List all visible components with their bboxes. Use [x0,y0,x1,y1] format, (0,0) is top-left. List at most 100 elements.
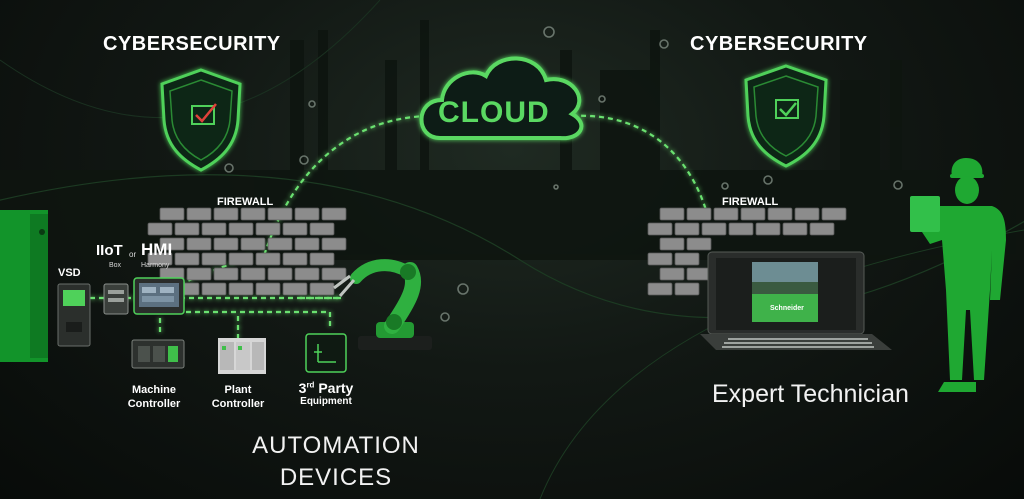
brick [201,282,227,296]
third-party-equipment-icon [305,333,347,373]
iiot-sub-label: Box [109,262,122,269]
brick [228,252,254,266]
brick [186,237,212,251]
vsd-icon [57,283,91,347]
machine-controller-line2: Controller [127,398,181,410]
brick [701,222,727,236]
iiot-box-icon [103,283,129,315]
laptop-icon [700,251,892,350]
brick [267,207,293,221]
robot-arm-icon [333,259,432,350]
brick [755,222,781,236]
automation-line1: AUTOMATION [252,432,420,459]
brick [309,222,335,236]
brick [228,222,254,236]
brick [240,207,266,221]
brick [147,222,173,236]
brick [794,207,820,221]
brick [186,207,212,221]
shield-check-icon-right [744,64,828,168]
vsd-label: VSD [58,267,81,279]
third-party-rest: Party [314,380,354,396]
brick [740,207,766,221]
brick [267,237,293,251]
brick [686,237,712,251]
brick [201,222,227,236]
brick [174,222,200,236]
plant-controller-line1: Plant [224,384,252,396]
brick [309,252,335,266]
machine-controller-label: Machine Controller [118,383,190,411]
firewall-right-icon [647,207,847,296]
cloud-label: CLOUD [438,96,550,129]
shield-check-icon-left [160,68,242,172]
third-party-sub: Equipment [300,396,352,407]
brick [228,282,254,296]
machine-controller-icon [131,339,185,369]
third-party-label: 3rd Party Equipment [290,380,362,407]
brick [647,252,673,266]
brick [282,252,308,266]
brick [659,237,685,251]
brick [282,282,308,296]
brick [728,222,754,236]
brick [213,267,239,281]
brick [782,222,808,236]
brick [809,222,835,236]
or-label: or [129,250,137,259]
brick [674,282,700,296]
firewall-left-icon [147,207,347,296]
machine-controller-line1: Machine [131,384,176,396]
third-party-sup: rd [306,380,315,390]
brick [147,252,173,266]
brick [647,222,673,236]
brick [674,222,700,236]
firewall-left-label: FIREWALL [217,196,274,208]
brick [213,207,239,221]
brick [713,207,739,221]
brick [659,207,685,221]
firewall-right-label: FIREWALL [722,196,779,208]
brick [294,267,320,281]
brick [255,222,281,236]
brick [201,252,227,266]
third-party-num: 3 [298,380,307,396]
brick [282,222,308,236]
automation-devices-title: AUTOMATION DEVICES [236,430,436,494]
brick [240,267,266,281]
brick [767,207,793,221]
brick [255,282,281,296]
laptop-brand-label: Schneider [770,305,804,312]
hmi-sub-label: Harmony [141,262,170,269]
brick [686,207,712,221]
iiot-label: IIoT [96,242,123,259]
third-party-main: 3rd Party [290,380,362,396]
cybersecurity-left-title: CYBERSECURITY [103,33,281,55]
cybersecurity-right-title: CYBERSECURITY [690,33,868,55]
brick [267,267,293,281]
plant-controller-line2: Controller [211,398,265,410]
expert-technician-figure [910,158,1006,392]
expert-technician-label: Expert Technician [712,380,909,408]
brick [159,237,185,251]
brick [159,207,185,221]
brick [240,237,266,251]
brick [321,237,347,251]
plant-controller-icon [218,338,266,374]
brick [294,237,320,251]
brick [674,252,700,266]
brick [309,282,335,296]
brick [659,267,685,281]
brick [647,282,673,296]
hmi-label: HMI [141,240,173,259]
brick [294,207,320,221]
automation-line2: DEVICES [279,464,393,491]
brick [321,267,347,281]
brick [821,207,847,221]
